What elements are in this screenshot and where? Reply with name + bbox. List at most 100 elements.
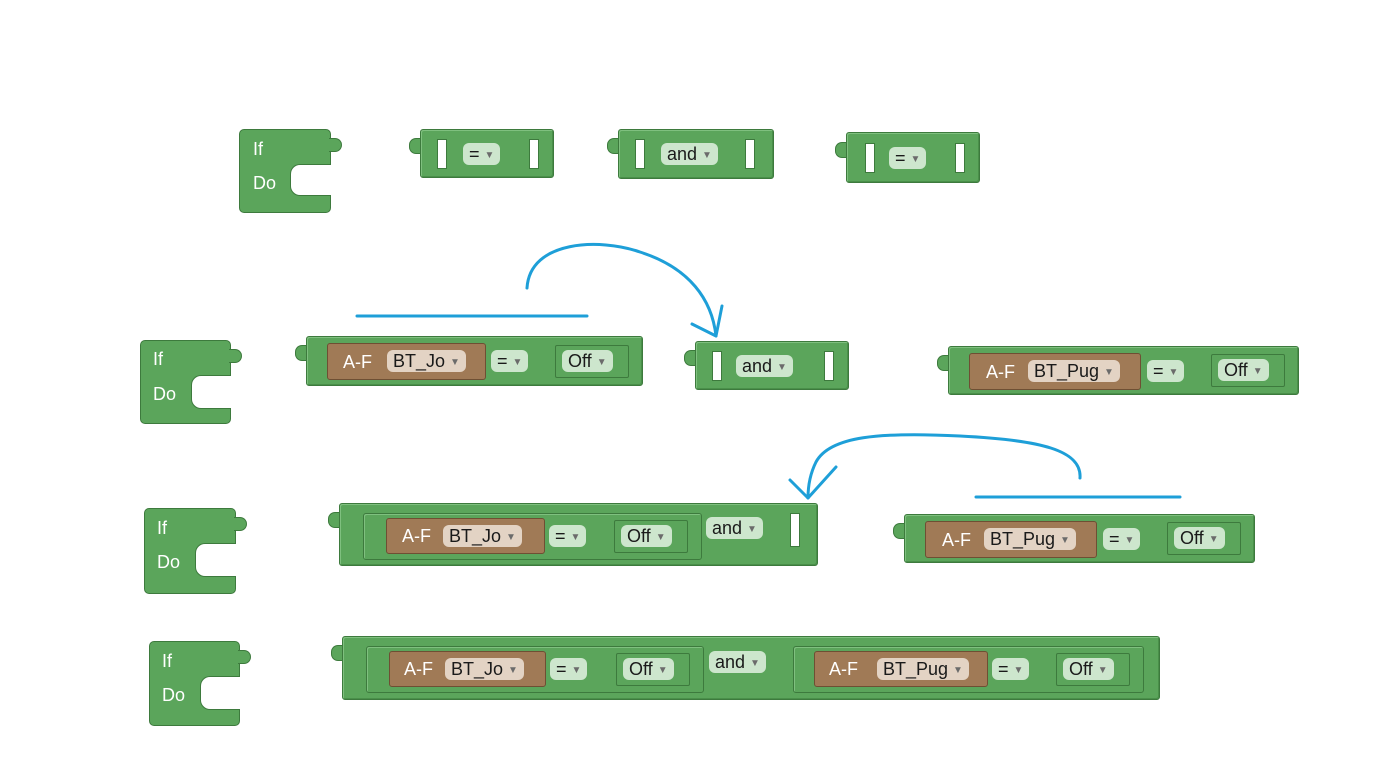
state-dropdown[interactable]: Off▼ xyxy=(562,350,613,372)
device-type-label: A-F xyxy=(942,530,971,550)
do-label: Do xyxy=(162,685,186,705)
state-value-block[interactable]: Off▼ xyxy=(616,653,690,686)
device-getter-block[interactable]: A-F BT_Pug▼ xyxy=(969,353,1141,390)
chevron-down-icon: ▼ xyxy=(506,532,516,543)
state-value-block[interactable]: Off ▼ xyxy=(1056,653,1130,686)
state-value-block[interactable]: Off▼ xyxy=(614,520,688,553)
chevron-down-icon: ▼ xyxy=(1060,535,1070,546)
value-slot-b[interactable] xyxy=(745,139,755,169)
device-type-label: A-F xyxy=(402,526,431,546)
do-statement-slot[interactable] xyxy=(290,164,331,196)
operator-dropdown[interactable]: =▼ xyxy=(549,525,587,547)
device-getter-block[interactable]: A-F BT_Jo▼ xyxy=(327,343,486,380)
chevron-down-icon: ▼ xyxy=(1208,534,1219,545)
device-getter-block[interactable]: A-F BT_Jo▼ xyxy=(386,518,545,554)
compare-block[interactable]: A-F BT_Pug▼ =▼ Off▼ xyxy=(937,346,1299,395)
device-getter-block[interactable]: A-F BT_Jo▼ xyxy=(389,651,546,687)
value-slot-a[interactable] xyxy=(635,139,645,169)
value-slot-a[interactable] xyxy=(712,351,722,381)
device-type-label: A-F xyxy=(829,659,858,679)
do-label: Do xyxy=(157,552,181,572)
state-text: Off xyxy=(1069,659,1093,679)
compare-block[interactable]: =▼ xyxy=(835,132,980,183)
operator-text: = xyxy=(469,144,480,164)
state-dropdown[interactable]: Off▼ xyxy=(623,658,674,680)
value-slot-b[interactable] xyxy=(529,139,539,169)
chevron-down-icon: ▼ xyxy=(655,532,666,543)
compare-block[interactable]: A-F BT_Jo▼ =▼ Off▼ xyxy=(295,336,643,386)
logic-and-block[interactable]: A-F BT_Jo▼ =▼ Off▼ and ▼ xyxy=(328,503,818,566)
compare-block[interactable]: A-F BT_Pug▼ =▼ Off ▼ xyxy=(893,514,1255,563)
if-label: If xyxy=(157,518,168,538)
output-connector xyxy=(893,523,904,539)
operator-dropdown[interactable]: =▼ xyxy=(889,147,927,169)
logic-and-block[interactable]: and▼ xyxy=(684,341,849,390)
compare-block[interactable]: A-F BT_Pug▼ =▼ Off▼ xyxy=(793,646,1144,693)
if-do-block[interactable]: If Do xyxy=(144,508,247,594)
do-label: Do xyxy=(253,173,277,193)
state-dropdown[interactable]: Off ▼ xyxy=(1063,658,1114,680)
device-name-text: BT_Pug xyxy=(883,659,949,679)
state-text: Off xyxy=(1180,528,1204,548)
chevron-down-icon: ▼ xyxy=(1097,665,1108,676)
chevron-down-icon: ▼ xyxy=(571,665,582,676)
chevron-down-icon: ▼ xyxy=(702,150,712,161)
state-dropdown[interactable]: Off ▼ xyxy=(1174,527,1225,549)
compare-block[interactable]: A-F BT_Jo▼ =▼ Off▼ xyxy=(363,513,702,560)
device-name-dropdown[interactable]: BT_Pug▼ xyxy=(877,658,969,680)
operator-text: = xyxy=(895,148,906,168)
state-dropdown[interactable]: Off▼ xyxy=(621,525,672,547)
chevron-down-icon: ▼ xyxy=(596,357,607,368)
and-dropdown[interactable]: and▼ xyxy=(736,355,793,377)
state-text: Off xyxy=(629,659,653,679)
device-name-dropdown[interactable]: BT_Jo▼ xyxy=(443,525,522,547)
and-dropdown[interactable]: and▼ xyxy=(661,143,718,165)
compare-block[interactable]: =▼ xyxy=(409,129,554,178)
chevron-down-icon: ▼ xyxy=(747,524,757,535)
output-connector xyxy=(937,355,948,371)
value-slot-a[interactable] xyxy=(865,143,875,173)
do-statement-slot[interactable] xyxy=(191,375,231,409)
if-do-block[interactable]: If Do xyxy=(149,641,251,726)
compare-block[interactable]: A-F BT_Jo▼ =▼ Off▼ xyxy=(366,646,704,693)
if-do-block[interactable]: If Do xyxy=(140,340,242,424)
operator-text: = xyxy=(497,351,508,371)
if-input-connector xyxy=(229,349,242,363)
state-dropdown[interactable]: Off▼ xyxy=(1218,359,1269,381)
state-value-block[interactable]: Off▼ xyxy=(1211,354,1285,387)
value-slot-b[interactable] xyxy=(955,143,965,173)
device-name-dropdown[interactable]: BT_Jo▼ xyxy=(387,350,466,372)
device-name-dropdown[interactable]: BT_Pug▼ xyxy=(1028,360,1120,382)
logic-and-block[interactable]: A-F BT_Jo▼ =▼ Off▼ and▼ A-F BT_Pug▼ =▼ xyxy=(331,636,1160,700)
if-input-connector xyxy=(238,650,251,664)
logic-and-block[interactable]: and▼ xyxy=(607,129,774,179)
device-name-dropdown[interactable]: BT_Pug▼ xyxy=(984,528,1076,550)
device-name-dropdown[interactable]: BT_Jo▼ xyxy=(445,658,524,680)
operator-dropdown[interactable]: =▼ xyxy=(550,658,588,680)
operator-dropdown[interactable]: =▼ xyxy=(1147,360,1185,382)
device-getter-block[interactable]: A-F BT_Pug▼ xyxy=(925,521,1097,558)
device-name-text: BT_Jo xyxy=(451,659,504,679)
value-slot-b[interactable] xyxy=(790,513,800,547)
if-input-connector xyxy=(329,138,342,152)
operator-dropdown[interactable]: =▼ xyxy=(491,350,529,372)
chevron-down-icon: ▼ xyxy=(910,154,921,165)
state-value-block[interactable]: Off ▼ xyxy=(1167,522,1241,555)
chevron-down-icon: ▼ xyxy=(1013,665,1024,676)
and-dropdown[interactable]: and▼ xyxy=(709,651,766,673)
state-value-block[interactable]: Off▼ xyxy=(555,345,629,378)
if-do-block[interactable]: If Do xyxy=(239,129,342,213)
value-slot-a[interactable] xyxy=(437,139,447,169)
and-dropdown[interactable]: and ▼ xyxy=(706,517,763,539)
chevron-down-icon: ▼ xyxy=(1104,367,1114,378)
arrow-head xyxy=(788,465,838,500)
and-text: and xyxy=(712,518,743,538)
curved-arrow xyxy=(525,242,718,338)
operator-dropdown[interactable]: =▼ xyxy=(1103,528,1141,550)
operator-dropdown[interactable]: =▼ xyxy=(992,658,1030,680)
operator-dropdown[interactable]: =▼ xyxy=(463,143,501,165)
do-statement-slot[interactable] xyxy=(200,676,240,710)
value-slot-b[interactable] xyxy=(824,351,834,381)
device-getter-block[interactable]: A-F BT_Pug▼ xyxy=(814,651,988,687)
do-statement-slot[interactable] xyxy=(195,543,236,577)
